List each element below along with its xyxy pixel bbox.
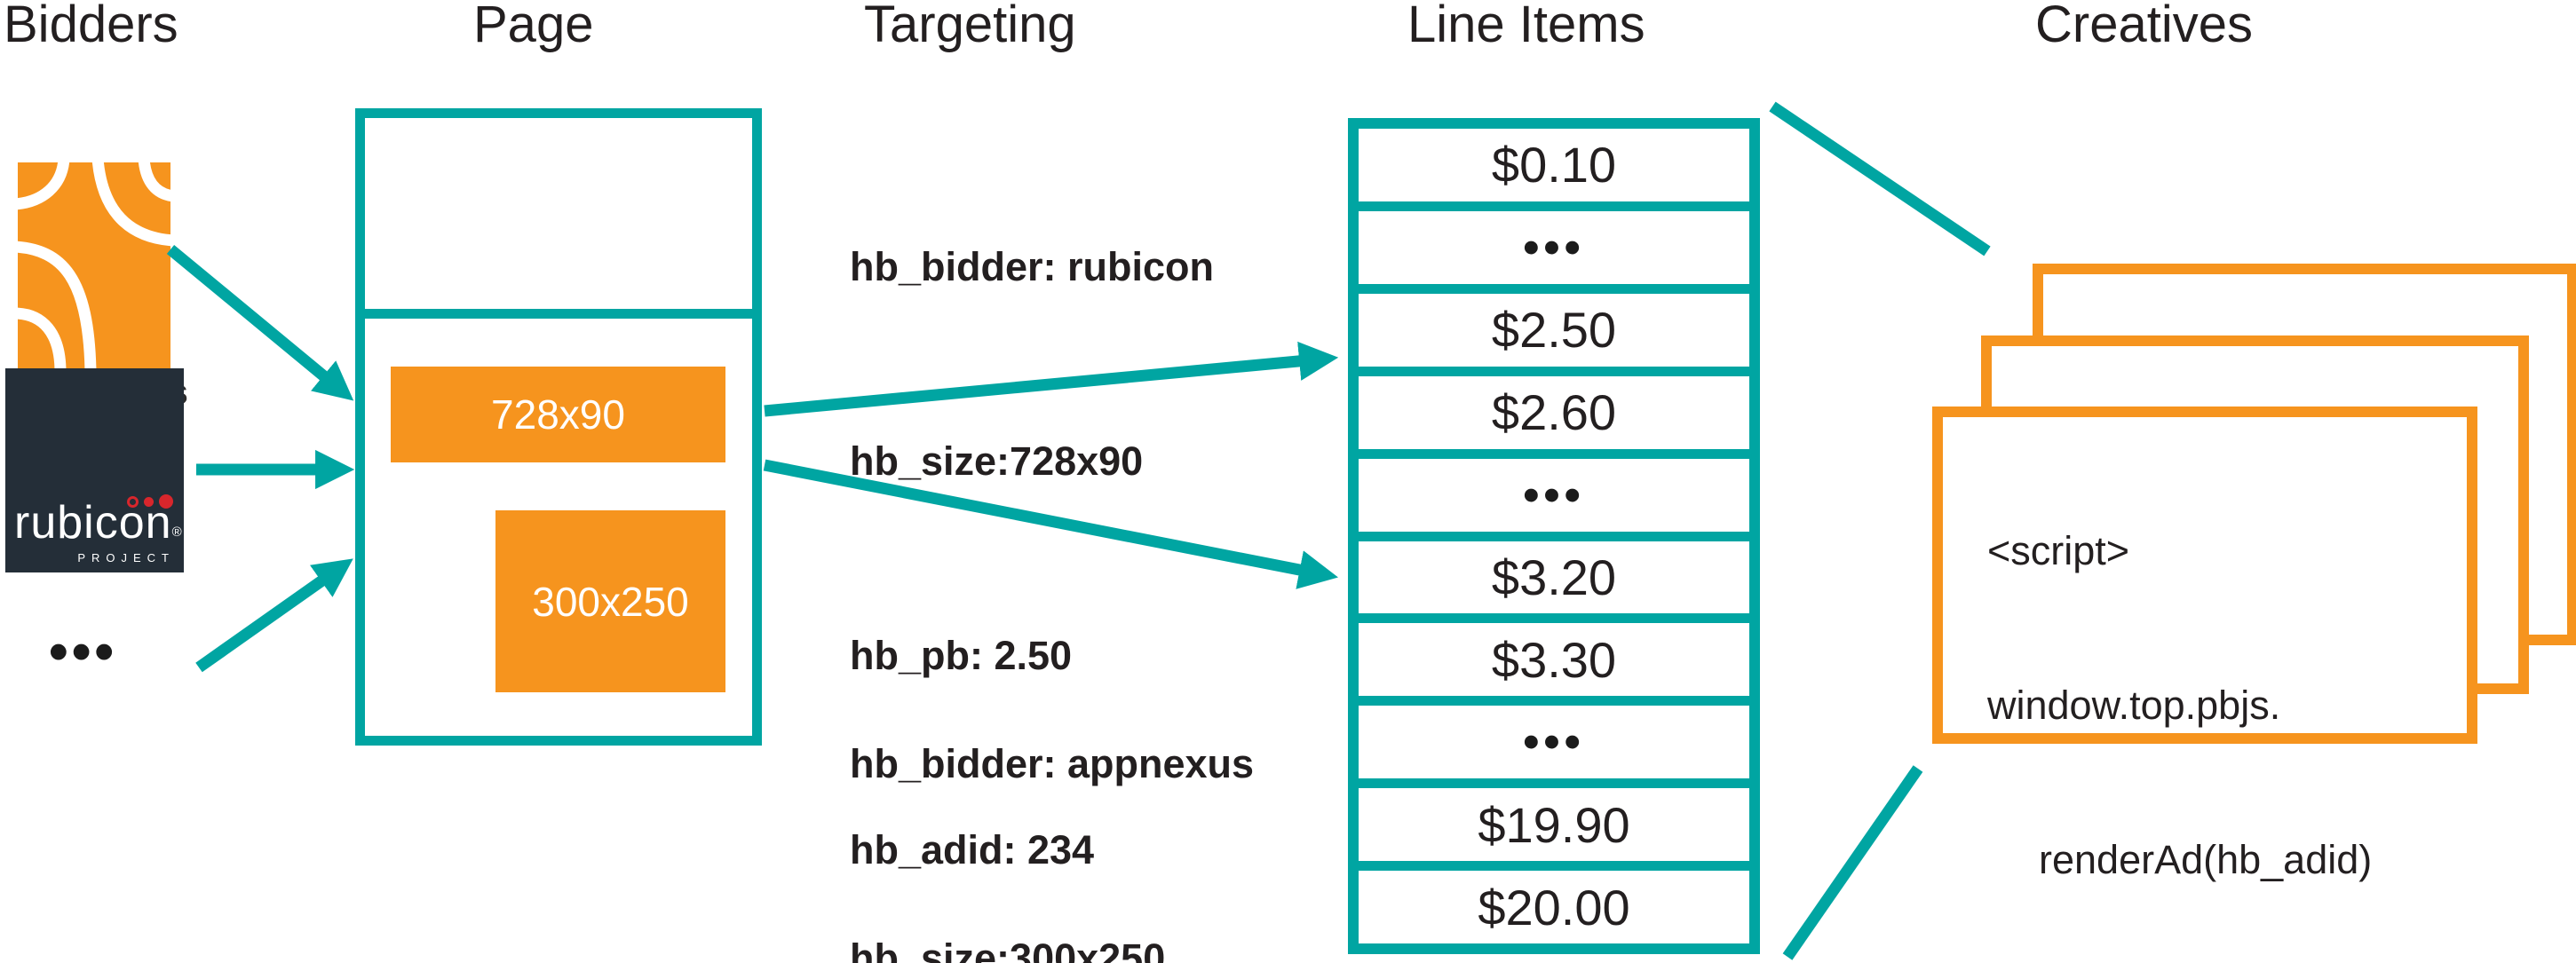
code-line: <script>	[1987, 528, 2130, 573]
ad-slot-300x250: 300x250	[495, 510, 725, 692]
appnexus-logo-mark	[13, 158, 176, 373]
rubicon-dot-outline	[127, 495, 139, 508]
code-line: renderAd(hb_adid)	[2039, 837, 2373, 882]
column-title-targeting: Targeting	[864, 0, 1076, 53]
column-title-bidders: Bidders	[4, 0, 178, 53]
line-item-row: $19.90	[1359, 788, 1749, 862]
column-title-line-items: Line Items	[1407, 0, 1645, 53]
targeting-line: hb_bidder: rubicon	[850, 244, 1214, 289]
column-title-page: Page	[473, 0, 594, 53]
targeting-line: hb_bidder: appnexus	[850, 741, 1255, 786]
line-item-row: $2.60	[1359, 375, 1749, 449]
more-bidders-ellipsis: •••	[49, 621, 118, 683]
rubicon-dot-small	[144, 496, 154, 507]
line-item-row: $3.30	[1359, 623, 1749, 697]
connector-line-items-to-creatives-top	[1769, 101, 1991, 257]
line-item-row-ellipsis: •••	[1359, 706, 1749, 779]
arrow-more-bidders-to-page	[195, 558, 353, 673]
targeting-line: hb_size:300x250	[850, 935, 1166, 963]
ad-slot-728x90: 728x90	[391, 367, 725, 462]
line-item-row: $3.20	[1359, 541, 1749, 614]
line-item-row: $0.10	[1359, 129, 1749, 201]
targeting-line: hb_pb: 2.50	[850, 633, 1073, 678]
line-item-row: $20.00	[1359, 871, 1749, 944]
line-items-table: $0.10 ••• $2.50 $2.60 ••• $3.20 $3.30 ••…	[1348, 118, 1760, 954]
targeting-line: hb_size:728x90	[850, 438, 1144, 484]
rubicon-project-text: PROJECT	[77, 551, 175, 564]
column-title-creatives: Creatives	[2035, 0, 2253, 53]
rubicon-wordmark: rubicon®	[14, 497, 183, 549]
rubicon-dot-big	[159, 494, 173, 509]
targeting-block-appnexus: hb_bidder: appnexus hb_size:300x250 hb_p…	[850, 602, 1254, 963]
line-item-row: $2.50	[1359, 293, 1749, 367]
rubicon-project-logo: rubicon® PROJECT	[5, 368, 184, 572]
targeting-line: hb_adid: 234	[850, 827, 1095, 872]
creative-card-front: <script> window.top.pbjs. renderAd(hb_ad…	[1932, 407, 2477, 882]
targeting-block-rubicon: hb_bidder: rubicon hb_size:728x90 hb_pb:…	[850, 105, 1214, 963]
line-item-row-ellipsis: •••	[1359, 458, 1749, 532]
creative-script-code: <script> window.top.pbjs. renderAd(hb_ad…	[1943, 417, 2467, 963]
rubicon-dots-icon	[127, 494, 173, 509]
code-line: window.top.pbjs.	[1987, 683, 2281, 728]
appnexus-logo-icon	[13, 158, 176, 373]
page-header-divider	[365, 309, 752, 319]
rubicon-name: rubicon	[14, 497, 172, 549]
appnexus-logo-curves	[13, 158, 176, 373]
arrow-appnexus-to-page	[166, 244, 354, 401]
registered-mark: ®	[171, 525, 183, 540]
connector-line-items-to-creatives-bottom	[1782, 765, 1923, 960]
line-item-row-ellipsis: •••	[1359, 210, 1749, 284]
